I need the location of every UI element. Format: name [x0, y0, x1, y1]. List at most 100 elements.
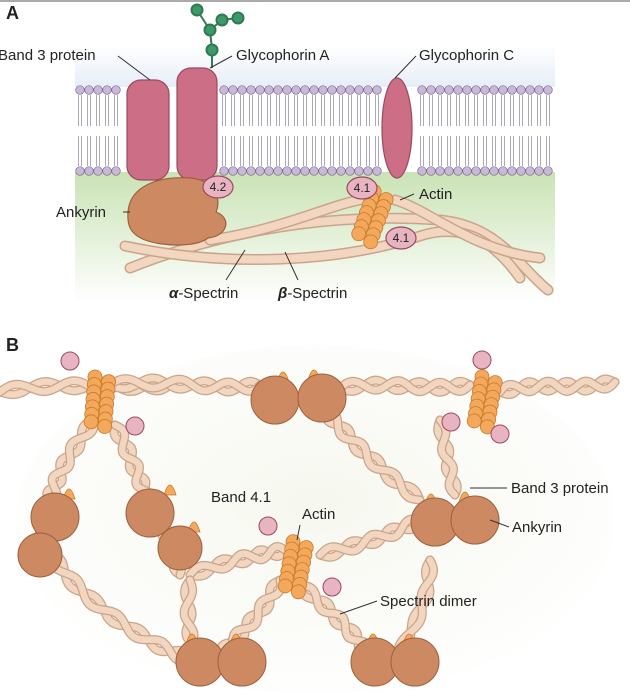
alpha-symbol: α: [169, 285, 179, 302]
lipid-tail: [105, 95, 109, 126]
lipid-head: [291, 166, 301, 176]
lipid-head: [102, 85, 112, 95]
ankyrin-b: [297, 373, 347, 423]
lipid-head: [363, 85, 373, 95]
glycophorin-c-protein: [381, 77, 413, 179]
lipid-tail: [492, 136, 496, 166]
ankyrin-b: [175, 637, 225, 687]
glycophorin-c-label: Glycophorin C: [419, 47, 514, 64]
ankyrin-b: [450, 495, 500, 545]
lipid-head: [327, 85, 337, 95]
lipid-tail: [249, 95, 253, 126]
lipid-head: [102, 166, 112, 176]
lipid-head: [336, 166, 346, 176]
lipid-tail: [240, 136, 244, 166]
lipid-tail: [87, 136, 91, 166]
lipid-head: [489, 85, 499, 95]
alpha-spectrin-label: α-Spectrin: [169, 285, 238, 302]
ankyrin-complexes-b: [17, 369, 500, 687]
lipid-head: [84, 85, 94, 95]
glycophorin-a-label: Glycophorin A: [236, 47, 329, 64]
lipid-tail: [519, 95, 523, 126]
band41-badge-top-text: 4.1: [354, 181, 371, 195]
lipid-tail: [249, 136, 253, 166]
lipid-head: [372, 85, 382, 95]
spectrin-lower-right-b: [391, 556, 437, 664]
lipid-head: [516, 166, 526, 176]
lipid-tail: [420, 136, 424, 166]
lipid-tail: [114, 95, 118, 126]
lipid-tail: [528, 136, 532, 166]
band41-b-tr3: [490, 424, 510, 444]
lipid-head: [480, 166, 490, 176]
lipid-tail: [285, 136, 289, 166]
panel-b-background: [15, 345, 615, 694]
lipid-tail: [483, 95, 487, 126]
lipid-head: [435, 166, 445, 176]
lipid-tail: [114, 136, 118, 166]
actin-label-b: Actin: [302, 506, 335, 523]
band41-label-b: Band 4.1: [211, 489, 271, 506]
lipid-head: [111, 85, 121, 95]
lipid-head: [534, 85, 544, 95]
lipid-head: [318, 85, 328, 95]
lipid-head: [246, 166, 256, 176]
lipid-tail: [474, 136, 478, 166]
glycophorin-a-protein: [176, 67, 218, 181]
alpha-spectrin-suffix: -Spectrin: [178, 285, 238, 302]
lipid-head: [309, 166, 319, 176]
lipid-head: [516, 85, 526, 95]
panel-b: B Band 4.1 Actin Band 3 protein Ankyrin …: [0, 335, 620, 694]
ankyrin-left-2: [125, 484, 177, 538]
lipid-head: [462, 85, 472, 95]
ankyrin-mid-left: [157, 521, 203, 571]
lipid-head: [255, 85, 265, 95]
lipid-head: [543, 85, 553, 95]
lipid-head: [309, 85, 319, 95]
lipid-tail: [537, 136, 541, 166]
lipid-tail: [276, 95, 280, 126]
band42-badge-text: 4.2: [210, 180, 227, 194]
lipid-head: [219, 85, 229, 95]
lipid-head: [282, 166, 292, 176]
panel-b-letter: B: [6, 335, 19, 355]
ankyrin-label-a: Ankyrin: [56, 204, 106, 221]
lipid-head: [354, 166, 364, 176]
lipid-tail: [105, 136, 109, 166]
actin-monomer: [290, 584, 306, 600]
lipid-head: [228, 166, 238, 176]
lipid-tail: [438, 95, 442, 126]
lipid-tail: [276, 136, 280, 166]
lipid-head: [354, 85, 364, 95]
actin-monomer: [277, 578, 293, 594]
band3-protein-a: [126, 79, 170, 181]
panel-a: 4.2 4.1 4.1 A Band 3 protein Glycophorin…: [0, 3, 555, 302]
ankyrin-b: [17, 532, 63, 578]
actin-monomer: [351, 226, 367, 242]
lipid-head: [273, 166, 283, 176]
lipid-tail: [312, 95, 316, 126]
band42-badge: [202, 175, 234, 199]
lipid-head: [534, 166, 544, 176]
actin-monomer: [83, 414, 99, 430]
lipid-tail: [321, 95, 325, 126]
lipid-tail: [465, 136, 469, 166]
lipid-tail: [267, 95, 271, 126]
lipid-tail: [348, 136, 352, 166]
actin-junctions-b: [60, 350, 510, 600]
lipid-tail: [258, 136, 262, 166]
lipid-head: [525, 85, 535, 95]
lipid-head: [444, 85, 454, 95]
lipid-head: [75, 166, 85, 176]
lipid-tail: [222, 95, 226, 126]
ankyrin-bottom-4: [390, 633, 440, 687]
lipid-tail: [240, 95, 244, 126]
lipid-tail: [96, 95, 100, 126]
band41-b-tr2: [441, 412, 461, 432]
panel-a-letter: A: [6, 3, 19, 23]
ankyrin-b: [390, 637, 440, 687]
band41-badge-bottom: [385, 226, 417, 250]
lipid-tail: [519, 136, 523, 166]
